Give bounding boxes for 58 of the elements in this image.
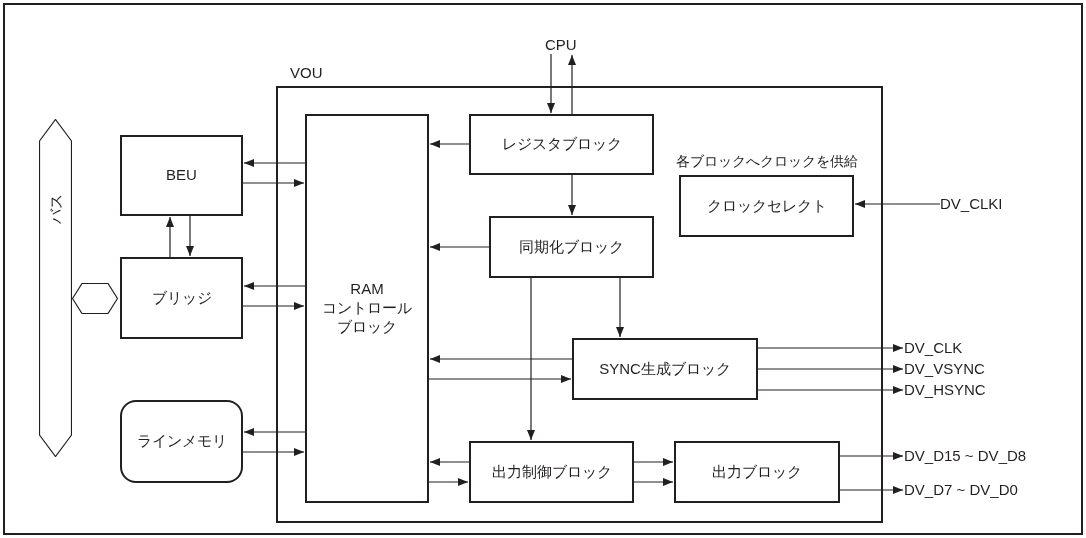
block-label: RAM コントロールブロック <box>321 280 413 337</box>
block-label: 出力ブロック <box>712 462 802 482</box>
arrow <box>243 428 306 436</box>
arrow <box>243 159 306 167</box>
arrow <box>166 216 174 258</box>
arrow <box>429 243 490 251</box>
block-box <box>572 338 758 400</box>
signal-label: CPU <box>545 36 577 54</box>
arrow <box>757 344 904 352</box>
arrow <box>568 54 576 115</box>
block-label: SYNC生成ブロック <box>599 359 731 379</box>
arrow <box>854 200 941 208</box>
arrow <box>616 277 624 338</box>
signal-label: DV_D7 ~ DV_D0 <box>904 481 1018 499</box>
block-label: 同期化ブロック <box>519 237 624 257</box>
arrow <box>839 486 904 494</box>
arrow <box>428 375 572 383</box>
block-box <box>120 257 243 339</box>
connector-hexagon <box>72 283 118 314</box>
container-heading: VOU <box>290 64 323 81</box>
block-note: 各ブロックへクロックを供給 <box>674 153 859 171</box>
arrow <box>839 452 904 460</box>
arrow <box>527 277 535 441</box>
arrow <box>429 458 470 466</box>
signal-label: DV_CLK <box>904 339 963 357</box>
bus-label: バス <box>46 194 64 224</box>
block-label: 出力制御ブロック <box>491 462 612 482</box>
block-label: BEU <box>166 166 197 185</box>
arrow <box>568 174 576 216</box>
block-box <box>674 441 840 503</box>
block-label: レジスタブロック <box>501 135 622 154</box>
signal-label: DV_HSYNC <box>904 381 986 399</box>
block-label: ブリッジ <box>151 288 212 308</box>
memory-box <box>120 400 243 483</box>
arrow <box>242 179 305 187</box>
arrow <box>547 53 555 114</box>
arrow <box>757 365 904 373</box>
arrow <box>429 355 573 363</box>
arrow <box>428 478 469 486</box>
block-box <box>120 135 243 216</box>
bus-band <box>39 119 72 457</box>
arrow <box>633 478 674 486</box>
arrow <box>429 140 470 148</box>
block-label: ラインメモリ <box>136 432 227 451</box>
arrow <box>242 448 305 456</box>
block-box <box>489 216 654 278</box>
signal-label: DV_VSYNC <box>904 360 985 378</box>
arrow <box>757 386 904 394</box>
block-label: クロックセレクト <box>706 196 827 216</box>
arrow <box>633 458 674 466</box>
block-box <box>469 441 634 503</box>
arrow <box>186 215 194 257</box>
block-box <box>305 114 429 503</box>
arrow <box>243 282 306 290</box>
signal-label: DV_CLKI <box>940 195 1003 213</box>
signal-label: DV_D15 ~ DV_D8 <box>904 447 1027 465</box>
block-box <box>469 114 654 175</box>
arrow <box>242 302 305 310</box>
